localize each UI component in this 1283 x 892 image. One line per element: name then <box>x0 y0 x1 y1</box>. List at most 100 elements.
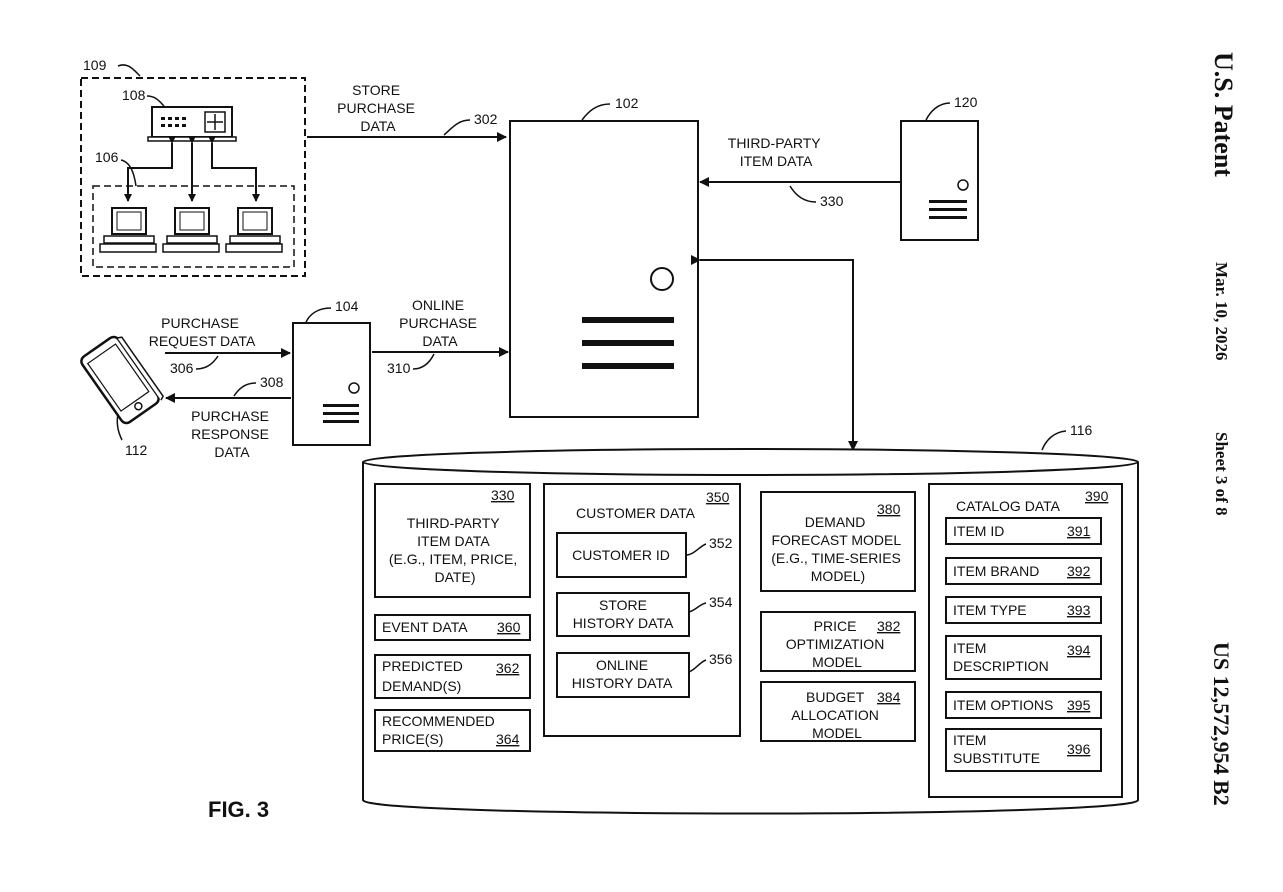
third-party-flow-label: THIRD-PARTY ITEM DATA <box>728 135 824 169</box>
terminal-icon <box>99 207 157 253</box>
catalog-item: ITEM OPTIONS 395 <box>945 691 1102 719</box>
svg-text:CUSTOMER ID: CUSTOMER ID <box>572 547 670 563</box>
ref-306: 306 <box>170 360 194 376</box>
svg-text:364: 364 <box>496 731 520 747</box>
svg-text:390: 390 <box>1085 488 1109 504</box>
leader-330 <box>789 185 817 203</box>
catalog-data-box: CATALOG DATA 390 ITEM ID 391 ITEM BRAND … <box>928 483 1123 798</box>
svg-text:CATALOG DATA: CATALOG DATA <box>956 498 1061 514</box>
svg-text:CUSTOMER DATA: CUSTOMER DATA <box>576 505 696 521</box>
svg-text:356: 356 <box>709 651 733 667</box>
patent-number: US 12,572,954 B2 <box>1209 642 1234 806</box>
svg-text:354: 354 <box>709 594 733 610</box>
vent-icon <box>582 317 674 323</box>
leader-308 <box>233 382 257 397</box>
store-boundary <box>80 77 306 277</box>
ref-330-flow: 330 <box>820 193 844 209</box>
catalog-item: ITEM BRAND 392 <box>945 557 1102 585</box>
store-purchase-label: STORE PURCHASE DATA <box>337 82 419 134</box>
svg-text:352: 352 <box>709 535 733 551</box>
patent-date: Mar. 10, 2026 <box>1212 262 1231 361</box>
router-icon <box>147 106 237 142</box>
sheet-number: Sheet 3 of 8 <box>1212 432 1231 516</box>
svg-text:380: 380 <box>877 501 901 517</box>
catalog-item: ITEM ID 391 <box>945 517 1102 545</box>
ref-302: 302 <box>474 111 498 127</box>
leader-302 <box>443 119 471 136</box>
price-optimization-model-box: 382 PRICE OPTIMIZATION MODEL <box>760 611 916 672</box>
svg-text:THIRD-PARTY ITEM DATA: THIRD-PARTY ITEM DATA (E.G., ITEM, PRICE… <box>389 515 521 585</box>
ref-116: 116 <box>1070 422 1093 438</box>
ref-308: 308 <box>260 374 284 390</box>
server-db-arrow <box>691 255 858 451</box>
svg-text:ITEM TYPE: ITEM TYPE <box>953 602 1027 618</box>
ref-310: 310 <box>387 360 411 376</box>
side-header: U.S. Patent Mar. 10, 2026 Sheet 3 of 8 U… <box>1209 52 1238 806</box>
online-server <box>292 322 371 446</box>
svg-text:396: 396 <box>1067 741 1091 757</box>
ref-330-box: 330 <box>491 487 515 503</box>
svg-text:ITEM ID: ITEM ID <box>953 523 1004 539</box>
power-icon <box>957 179 969 191</box>
ref-104: 104 <box>335 298 359 314</box>
svg-text:360: 360 <box>497 619 521 635</box>
ref-112: 112 <box>125 442 148 458</box>
server-102-box <box>509 120 699 418</box>
svg-text:ITEM BRAND: ITEM BRAND <box>953 563 1039 579</box>
svg-text:382: 382 <box>877 618 901 634</box>
store-history-box <box>556 592 690 637</box>
ref-102: 102 <box>615 95 639 111</box>
event-data-box: EVENT DATA 360 <box>374 614 531 641</box>
svg-text:392: 392 <box>1067 563 1091 579</box>
purchase-request-label: PURCHASE REQUEST DATA <box>149 315 256 349</box>
leader-120 <box>925 102 951 121</box>
figure-label: FIG. 3 <box>208 797 269 822</box>
ref-108: 108 <box>122 87 146 103</box>
terminal-icon <box>162 207 220 253</box>
svg-text:350: 350 <box>706 489 730 505</box>
svg-text:395: 395 <box>1067 697 1091 713</box>
leader-104 <box>305 307 332 323</box>
leader-116 <box>1041 430 1067 451</box>
leader-109 <box>117 64 141 77</box>
ref-120: 120 <box>954 94 978 110</box>
online-history-box <box>556 652 690 698</box>
link-terminal-3 <box>208 136 260 202</box>
leader-306 <box>195 355 219 370</box>
online-purchase-label: ONLINE PURCHASE DATA <box>399 297 481 349</box>
purchase-response-label: PURCHASE RESPONSE DATA <box>191 408 273 460</box>
leader-310 <box>412 353 435 370</box>
power-icon <box>650 267 674 291</box>
ref-106: 106 <box>95 149 119 165</box>
svg-text:384: 384 <box>877 689 901 705</box>
svg-text:393: 393 <box>1067 602 1091 618</box>
customer-id-box <box>556 532 687 578</box>
svg-text:EVENT DATA: EVENT DATA <box>382 619 468 635</box>
catalog-item: ITEM TYPE 393 <box>945 596 1102 624</box>
svg-text:BUDGET ALLOCATION: BUDGET ALLOCATION MODEL <box>791 689 883 741</box>
demand-forecast-model-box: 380 DEMAND FORECAST MODEL (E.G., TIME-SE… <box>760 491 916 592</box>
patent-label: U.S. Patent <box>1209 52 1238 177</box>
ref-109: 109 <box>83 57 107 73</box>
main-server <box>509 120 699 418</box>
store-system: 109 108 106 <box>80 57 306 277</box>
leader-108 <box>146 95 165 107</box>
third-party-item-data-box: 330 THIRD-PARTY ITEM DATA (E.G., ITEM, P… <box>374 483 531 598</box>
mobile-phone-icon <box>80 335 164 425</box>
svg-text:DEMAND FORECAST MODEL: DEMAND FORECAST MODEL (E.G., TIME-SERIES… <box>771 514 905 584</box>
svg-text:ITEM OPTIONS: ITEM OPTIONS <box>953 697 1053 713</box>
power-icon <box>348 382 360 394</box>
